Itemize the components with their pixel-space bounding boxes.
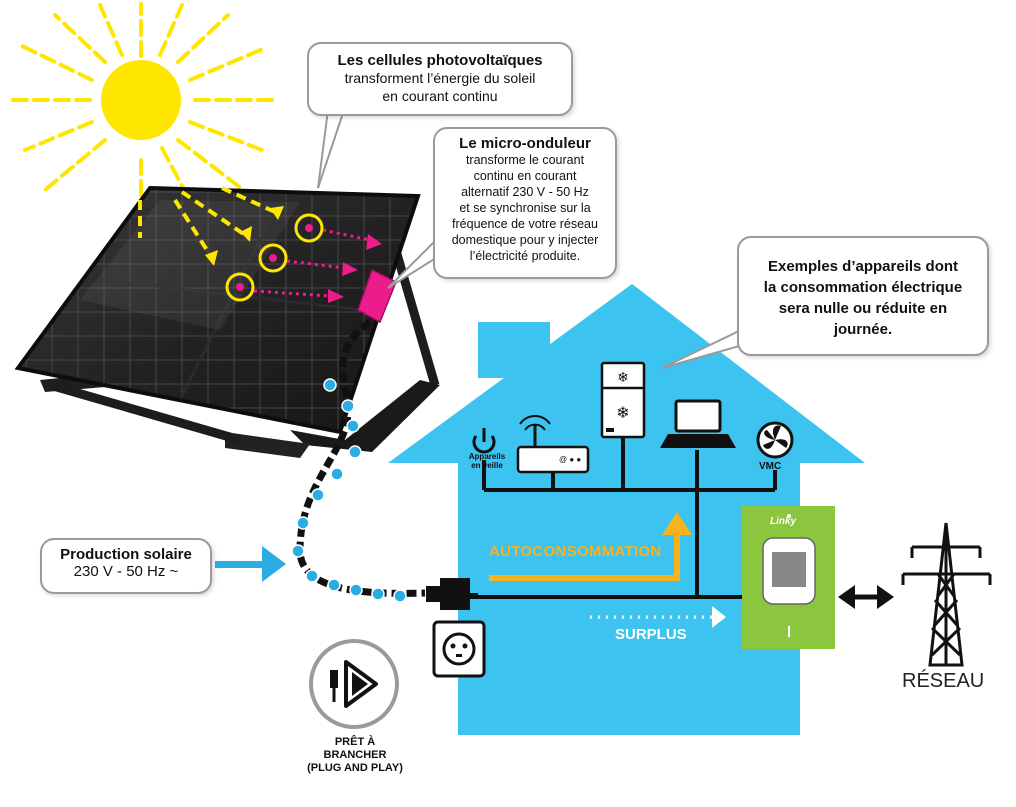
reseau-label: RÉSEAU <box>902 670 985 692</box>
standby-power-icon <box>472 428 496 454</box>
linky-meter-icon <box>742 506 835 649</box>
fan-icon <box>756 421 794 459</box>
production-title: Production solaire <box>60 546 192 563</box>
devices-line: sera nulle ou réduite en <box>778 300 948 317</box>
production-value: 230 V - 50 Hz ~ <box>73 563 179 580</box>
cells-line-2: en courant continu <box>382 88 498 104</box>
inverter-line: l’électricité produite. <box>469 249 581 263</box>
inverter-title: Le micro-onduleur <box>459 135 591 152</box>
plug-line-2: BRANCHER <box>323 749 387 761</box>
cells-title: Les cellules photovoltaïques <box>337 52 543 69</box>
svg-text:❄: ❄ <box>617 369 629 385</box>
inverter-line: et se synchronise sur la <box>459 201 591 215</box>
wifi-router-icon <box>516 415 590 474</box>
plug-and-play-label: PRÊT À BRANCHER (PLUG AND PLAY) <box>300 736 410 775</box>
bubble-production-solaire: Production solaire 230 V - 50 Hz ~ <box>40 538 212 594</box>
devices-line: Exemples d’appareils dont <box>767 258 959 275</box>
plug-line-3: (PLUG AND PLAY) <box>307 762 403 774</box>
surplus-label: SURPLUS <box>615 626 687 643</box>
bubble-micro-inverter: Le micro-onduleur transforme le courant … <box>433 127 617 279</box>
laptop-icon <box>660 399 736 448</box>
solar-panel-icon <box>14 185 440 458</box>
inverter-line: fréquence de votre réseau <box>452 217 598 231</box>
veille-line-2: en veille <box>471 461 503 470</box>
plug-connector <box>426 578 478 610</box>
surplus-arrow <box>590 606 726 628</box>
micro-inverter-icon <box>357 268 397 324</box>
grid-exchange-arrow <box>838 585 894 609</box>
inverter-line: alternatif 230 V - 50 Hz <box>461 185 589 199</box>
plug-line-1: PRÊT À <box>334 736 376 748</box>
router-at-label: @ ● ● <box>559 455 582 464</box>
svg-text:❄: ❄ <box>616 405 629 422</box>
fridge-icon: ❄ ❄ <box>600 361 646 439</box>
plug-and-play-icon <box>309 639 399 729</box>
power-pylon-icon <box>901 522 992 667</box>
cells-line-1: transforment l’énergie du soleil <box>344 70 536 86</box>
wall-socket-icon <box>432 620 486 678</box>
bubble-photovoltaic-cells: Les cellules photovoltaïques transformen… <box>307 42 573 116</box>
devices-line: journée. <box>833 321 893 338</box>
inverter-line: domestique pour y injecter <box>451 233 599 247</box>
autoconsommation-arrow <box>489 512 692 581</box>
devices-line: la consommation électrique <box>763 279 963 296</box>
appareils-veille-label: Appareils en veille <box>462 452 512 470</box>
autoconsommation-label: AUTOCONSOMMATION <box>489 543 662 560</box>
production-arrow <box>215 546 286 582</box>
linky-label: Linky <box>770 516 797 527</box>
house-wiring <box>470 437 777 599</box>
veille-line-1: Appareils <box>468 452 506 461</box>
solar-cable <box>291 319 426 603</box>
inverter-line: transforme le courant <box>465 153 585 167</box>
bubble-devices-examples: Exemples d’appareils dont la consommatio… <box>737 236 989 356</box>
inverter-line: continu en courant <box>473 169 577 183</box>
vmc-label: VMC <box>759 461 782 472</box>
